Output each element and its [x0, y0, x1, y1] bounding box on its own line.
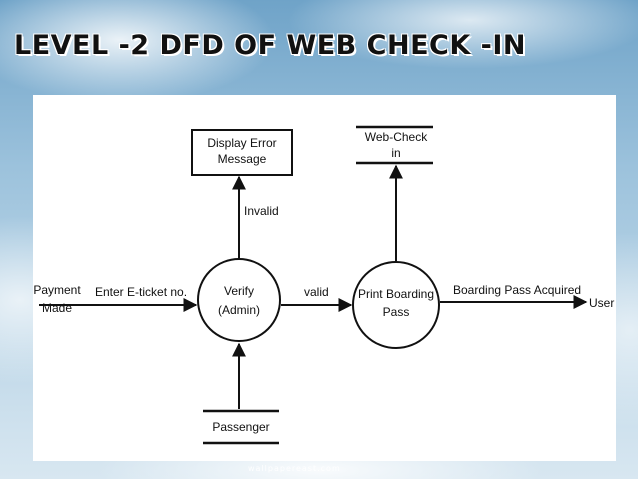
print-boarding-pass-line1: Print Boarding [358, 287, 434, 301]
user-entity-label: User [589, 296, 614, 310]
verify-process-line1: Verify [224, 284, 254, 298]
invalid-flow-label: Invalid [244, 204, 279, 218]
print-boarding-pass-process [352, 261, 440, 349]
valid-flow-label: valid [304, 285, 329, 299]
watermark-text: wallpapereast.com [248, 464, 341, 473]
boarding-pass-acquired-flow-label: Boarding Pass Acquired [453, 283, 581, 297]
dfd-diagram: Display Error Message Invalid Verify (Ad… [33, 125, 614, 445]
payment-made-line1: Payment [33, 283, 81, 297]
display-error-message-box [191, 129, 293, 176]
slide-title: LEVEL -2 DFD OF WEB CHECK -IN [14, 30, 526, 61]
verify-process-line2: (Admin) [218, 303, 260, 317]
print-boarding-pass-line2: Pass [383, 305, 410, 319]
verify-process [197, 258, 281, 342]
display-error-message-line1: Display Error [207, 136, 276, 150]
diagram-panel: Display Error Message Invalid Verify (Ad… [33, 95, 616, 461]
passenger-store-label: Passenger [212, 420, 269, 434]
display-error-message-line2: Message [218, 152, 267, 166]
enter-eticket-flow-label: Enter E-ticket no. [95, 285, 187, 299]
web-check-in-store-line2: in [391, 146, 400, 160]
web-check-in-store-line1: Web-Check [365, 130, 428, 144]
payment-made-line2: Made [42, 301, 72, 315]
